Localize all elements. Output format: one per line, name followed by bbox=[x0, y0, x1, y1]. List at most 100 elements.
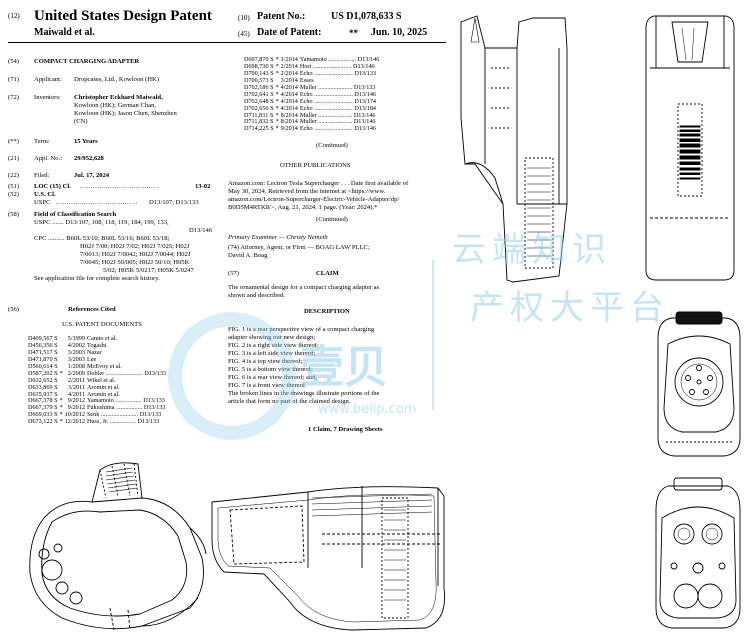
term-value: 15 Years bbox=[74, 138, 98, 145]
filed-value: Jul. 17, 2024 bbox=[74, 172, 110, 179]
loc-value: 13-02 bbox=[195, 183, 211, 190]
ref-asterisk: * bbox=[59, 411, 63, 419]
field-term: (**) Term: 15 Years bbox=[8, 138, 98, 146]
field-title: (54) COMPACT CHARGING ADAPTER bbox=[8, 58, 139, 66]
applicant-value: Dropcases, Ltd., Kowloon (HK) bbox=[74, 76, 159, 83]
field-label: References Cited bbox=[68, 306, 116, 313]
ref-name: Nazar bbox=[86, 348, 102, 356]
ref-name: Echo ......................... D13/146 bbox=[299, 90, 377, 98]
figure-rear-perspective bbox=[22, 458, 212, 633]
search-line: 7/0045; H02J 50/005; H02J 50/10; H05K bbox=[80, 259, 190, 266]
ref-number: D702,641 S bbox=[244, 90, 274, 98]
ref-asterisk: * bbox=[275, 90, 279, 98]
dot-leader: ..................................... bbox=[80, 183, 160, 190]
ref-date: 4/2011 bbox=[68, 390, 85, 398]
field-label: Filed: bbox=[34, 172, 50, 179]
ref-name: Echo ......................... D13/174 bbox=[299, 97, 377, 105]
watermark-divider bbox=[432, 260, 434, 410]
ref-number: D697,870 S bbox=[244, 56, 274, 63]
watermark-brand: 壹贝 bbox=[300, 342, 388, 393]
ref-name: Huss, Jr. ................. D13/133 bbox=[86, 418, 160, 426]
field-loc: (51) LOC (15) Cl. ......................… bbox=[8, 183, 210, 191]
ref-date: 4/2014 bbox=[280, 104, 298, 112]
date-mark: ** bbox=[349, 28, 358, 38]
field-appl-no: (21) Appl. No.: 29/952,628 bbox=[8, 155, 104, 163]
ref-name: Wikel et al. bbox=[86, 376, 116, 384]
ref-date: 2/2014 bbox=[280, 69, 298, 77]
attorney-line: (74) Attorney, Agent, or Firm — BOAG LAW… bbox=[228, 244, 370, 251]
ref-number: D711,831 S bbox=[244, 111, 274, 119]
description-line: The broken lines in the drawings illustr… bbox=[228, 390, 380, 397]
ref-name: McEvoy et al. bbox=[86, 362, 122, 370]
ref-date: 4/2014 bbox=[280, 90, 298, 98]
ref-asterisk: * bbox=[275, 111, 279, 119]
design-title: COMPACT CHARGING ADAPTER bbox=[34, 58, 140, 65]
ref-date: 4/2014 bbox=[280, 83, 298, 91]
ref-date: 5/1999 bbox=[67, 335, 85, 342]
watermark-cn-line2: 产权大平台 bbox=[470, 288, 670, 328]
patent-no-label: Patent No.: bbox=[257, 11, 306, 22]
ref-name: Camto et al. bbox=[86, 335, 118, 342]
ref-asterisk: * bbox=[275, 118, 279, 126]
figure-right-side-view bbox=[212, 470, 448, 634]
ref-date: 10/2012 bbox=[64, 411, 85, 419]
ref-number: D673,122 S bbox=[28, 418, 58, 426]
field-code: (52) bbox=[8, 191, 19, 198]
field-label: U.S. Cl. bbox=[34, 191, 56, 198]
ref-name: Fukushima ................. D13/133 bbox=[86, 404, 166, 412]
inventor-line: Kowloon (HK); German Chan, bbox=[74, 102, 157, 109]
patent-date: Jun. 10, 2025 bbox=[371, 27, 428, 38]
claim-code: (57) bbox=[228, 270, 239, 277]
header: (12) United States Design Patent Maiwald… bbox=[8, 6, 448, 40]
ref-name: Yamamoto ................. D13/133 bbox=[86, 397, 165, 405]
field-search: (58) Field of Classification Search USPC… bbox=[8, 211, 212, 282]
inventor-short: Maiwald et al. bbox=[34, 27, 95, 38]
field-code: (72) bbox=[8, 94, 19, 101]
figure-rear-view bbox=[654, 308, 744, 460]
ref-name: Dobler ........................ D13/133 bbox=[86, 369, 167, 377]
ref-date: 4/2014 bbox=[280, 97, 298, 105]
field-code: (21) bbox=[8, 155, 19, 162]
document-title: United States Design Patent bbox=[34, 8, 212, 24]
ref-date: 3/2011 bbox=[68, 383, 85, 391]
ref-date: 9/2014 bbox=[280, 125, 298, 133]
ref-number: D635,937 S bbox=[28, 390, 58, 398]
field-code: (56) bbox=[8, 306, 19, 313]
ref-asterisk: * bbox=[275, 125, 279, 133]
ref-name: Lee bbox=[86, 355, 97, 363]
figure-front-view bbox=[652, 470, 744, 632]
search-line: D13/146 bbox=[189, 227, 213, 234]
ref-asterisk: * bbox=[275, 56, 279, 63]
ref-date: 1/2014 bbox=[280, 56, 298, 63]
figure-left-side-view bbox=[455, 8, 605, 286]
field-filed: (22) Filed: Jul. 17, 2024 bbox=[8, 172, 109, 180]
search-line: CPC .......... B60L 53/10; B60L 53/16; B… bbox=[34, 235, 170, 242]
claim-title: CLAIM bbox=[316, 270, 339, 277]
field-label: Field of Classification Search bbox=[34, 211, 117, 218]
ref-asterisk: * bbox=[59, 369, 63, 377]
date-code: (45) bbox=[238, 30, 250, 38]
ref-number: D667,378 S bbox=[28, 397, 58, 405]
ref-number: D632,652 S bbox=[28, 376, 58, 384]
ref-date: 2/2014 bbox=[280, 62, 298, 70]
date-label: Date of Patent: bbox=[257, 27, 322, 38]
dot-leader: ...................................... bbox=[56, 199, 138, 206]
field-applicant: (71) Applicant: Dropcases, Ltd., Kowloon… bbox=[8, 76, 159, 84]
ref-asterisk: * bbox=[275, 62, 279, 70]
ref-date: 2/2009 bbox=[67, 369, 85, 377]
